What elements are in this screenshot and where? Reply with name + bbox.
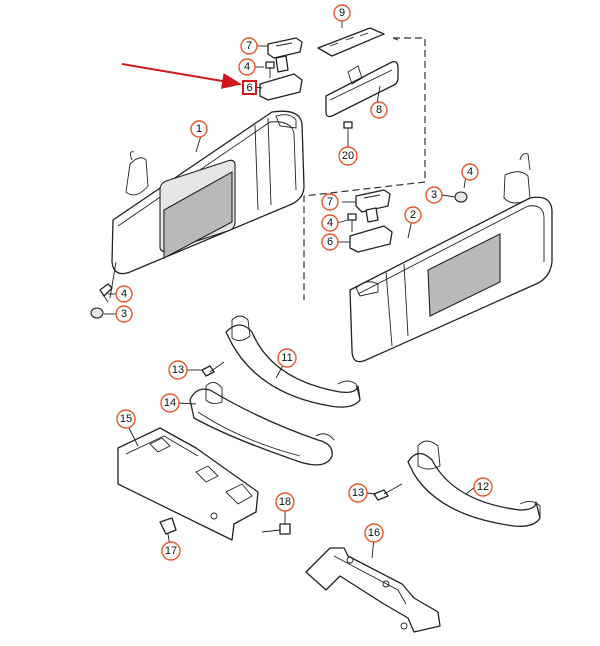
callout-20[interactable]: 20 <box>338 146 358 166</box>
callout-4-upper-label: 4 <box>244 61 250 73</box>
callout-9-label: 9 <box>339 7 345 19</box>
callout-17-label: 17 <box>165 545 177 557</box>
callout-7-lower-label: 7 <box>327 196 333 208</box>
callout-4-right[interactable]: 4 <box>461 163 479 181</box>
callout-4-right-label: 4 <box>467 166 473 178</box>
sun-visor-right[interactable] <box>349 153 553 363</box>
screw-20[interactable] <box>343 121 353 142</box>
callout-3-left-label: 3 <box>121 308 127 320</box>
trim-panel[interactable] <box>317 27 385 57</box>
callout-11[interactable]: 11 <box>277 348 297 368</box>
callout-11-label: 11 <box>281 352 292 364</box>
grab-handle-14[interactable] <box>189 382 335 466</box>
callout-20-label: 20 <box>342 150 354 162</box>
callout-8-label: 8 <box>376 104 382 116</box>
callout-13-upper[interactable]: 13 <box>168 360 188 380</box>
callout-12[interactable]: 12 <box>473 477 493 497</box>
grab-handle-12[interactable] <box>407 440 541 527</box>
bracket-cap-upper[interactable] <box>259 73 303 101</box>
callout-6-lower-label: 6 <box>327 236 333 248</box>
callout-9[interactable]: 9 <box>333 4 351 22</box>
clip-right-upper[interactable] <box>454 191 468 203</box>
callout-3-left[interactable]: 3 <box>115 305 133 323</box>
screw-left-lower[interactable] <box>99 283 113 303</box>
callout-8[interactable]: 8 <box>370 101 388 119</box>
callout-6-lower[interactable]: 6 <box>321 233 339 251</box>
callout-7-lower[interactable]: 7 <box>321 193 339 211</box>
highlight-arrow <box>121 63 242 89</box>
callout-13-lower-label: 13 <box>352 487 364 499</box>
callout-3-right-label: 3 <box>431 189 437 201</box>
callout-15[interactable]: 15 <box>116 409 136 429</box>
clip-left-lower[interactable] <box>90 307 104 319</box>
callout-6-highlighted-label: 6 <box>246 82 252 94</box>
callout-1-label: 1 <box>196 123 202 135</box>
callout-4-upper[interactable]: 4 <box>238 58 256 76</box>
sun-visor-left[interactable] <box>109 110 305 299</box>
callout-13-lower[interactable]: 13 <box>348 483 368 503</box>
callout-16[interactable]: 16 <box>364 523 384 543</box>
screw-18[interactable] <box>261 523 291 535</box>
screw-13-upper[interactable] <box>201 361 225 377</box>
callout-3-right[interactable]: 3 <box>425 186 443 204</box>
clip-holder-upper[interactable] <box>267 37 303 73</box>
callout-4-left-label: 4 <box>121 288 127 300</box>
callout-1[interactable]: 1 <box>190 120 208 138</box>
callout-13-upper-label: 13 <box>172 364 184 376</box>
bracket-15[interactable] <box>117 427 259 541</box>
callout-14[interactable]: 14 <box>160 393 180 413</box>
callout-12-label: 12 <box>477 481 489 493</box>
callout-15-label: 15 <box>120 413 132 425</box>
bracket-16[interactable] <box>305 547 441 633</box>
plug-17[interactable] <box>159 517 177 535</box>
callout-2-label: 2 <box>410 209 416 221</box>
screw-13-lower[interactable] <box>373 483 403 501</box>
assembly-outline <box>303 37 426 300</box>
callout-7-upper[interactable]: 7 <box>240 37 258 55</box>
callout-6-highlighted[interactable]: 6 <box>242 80 257 95</box>
callout-4-mid[interactable]: 4 <box>321 214 339 232</box>
callout-4-left[interactable]: 4 <box>115 285 133 303</box>
screw-right-mid[interactable] <box>347 213 357 232</box>
callout-2[interactable]: 2 <box>404 206 422 224</box>
screw-upper[interactable] <box>265 61 275 78</box>
grab-handle-11[interactable] <box>225 315 361 408</box>
callout-4-mid-label: 4 <box>327 217 333 229</box>
callout-18[interactable]: 18 <box>275 492 295 512</box>
callout-18-label: 18 <box>279 496 291 508</box>
clip-holder-lower[interactable] <box>355 189 391 223</box>
callout-7-upper-label: 7 <box>246 40 252 52</box>
bracket-cap-lower[interactable] <box>349 225 393 253</box>
callout-17[interactable]: 17 <box>161 541 181 561</box>
callout-16-label: 16 <box>368 527 380 539</box>
callout-14-label: 14 <box>164 397 176 409</box>
mirror-cover[interactable] <box>325 60 399 118</box>
